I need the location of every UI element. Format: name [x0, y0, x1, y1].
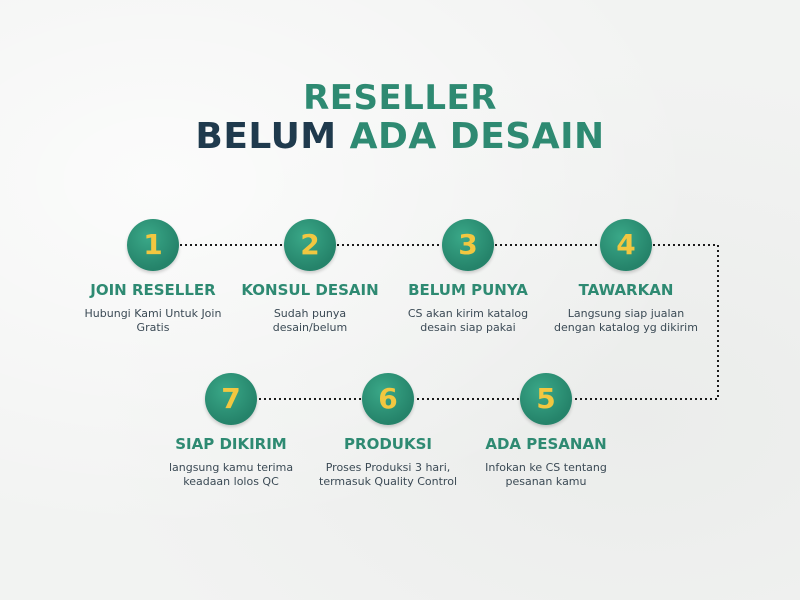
step-5-desc-line-2: pesanan kamu	[505, 475, 587, 488]
step-1: 1 JOIN RESELLER Hubungi Kami Untuk Join …	[68, 219, 238, 335]
step-4-desc-line-1: Langsung siap jualan	[567, 307, 685, 320]
step-5: 5 ADA PESANAN Infokan ke CS tentang pesa…	[461, 373, 631, 489]
step-1-desc-line-2: Gratis	[136, 321, 170, 334]
step-4-description: Langsung siap jualan dengan katalog yg d…	[541, 307, 711, 335]
step-4-label: TAWARKAN	[578, 281, 674, 299]
step-3-label: BELUM PUNYA	[408, 281, 528, 299]
step-6-label: PRODUKSI	[344, 435, 432, 453]
step-3-number-circle: 3	[442, 219, 494, 271]
title-reseller: RESELLER	[303, 78, 497, 118]
step-7-label: SIAP DIKIRIM	[175, 435, 287, 453]
step-7-desc-line-2: keadaan lolos QC	[183, 475, 279, 488]
step-1-label: JOIN RESELLER	[90, 281, 216, 299]
step-7-description: langsung kamu terima keadaan lolos QC	[146, 461, 316, 489]
title-ada-desain: ADA DESAIN	[349, 116, 605, 157]
title-belum: BELUM	[195, 116, 337, 157]
step-1-description: Hubungi Kami Untuk Join Gratis	[68, 307, 238, 335]
step-2-label: KONSUL DESAIN	[241, 281, 379, 299]
step-3-desc-line-1: CS akan kirim katalog	[407, 307, 529, 320]
step-5-desc-line-1: Infokan ke CS tentang	[485, 461, 607, 474]
step-7-desc-line-1: langsung kamu terima	[168, 461, 294, 474]
step-5-label: ADA PESANAN	[485, 435, 607, 453]
step-3-desc-line-2: desain siap pakai	[420, 321, 516, 334]
step-6-desc-line-2: termasuk Quality Control	[319, 475, 457, 488]
step-1-desc-line-1: Hubungi Kami Untuk Join	[84, 307, 222, 320]
step-6-description: Proses Produksi 3 hari, termasuk Quality…	[303, 461, 473, 489]
step-1-number-circle: 1	[127, 219, 179, 271]
step-4: 4 TAWARKAN Langsung siap jualan dengan k…	[541, 219, 711, 335]
step-6-number-circle: 6	[362, 373, 414, 425]
step-6: 6 PRODUKSI Proses Produksi 3 hari, terma…	[303, 373, 473, 489]
step-2-number-circle: 2	[284, 219, 336, 271]
step-6-desc-line-1: Proses Produksi 3 hari,	[325, 461, 451, 474]
title-line-1: RESELLER	[0, 78, 800, 118]
connector-4-5	[573, 244, 719, 400]
title-line-2: BELUM ADA DESAIN	[0, 116, 800, 157]
step-7-number-circle: 7	[205, 373, 257, 425]
step-2-desc-line-1: Sudah punya	[273, 307, 347, 320]
step-3-description: CS akan kirim katalog desain siap pakai	[383, 307, 553, 335]
step-4-desc-line-2: dengan katalog yg dikirim	[554, 321, 698, 334]
step-2-desc-line-2: desain/belum	[272, 321, 348, 334]
step-5-description: Infokan ke CS tentang pesanan kamu	[461, 461, 631, 489]
step-4-number-circle: 4	[600, 219, 652, 271]
step-7: 7 SIAP DIKIRIM langsung kamu terima kead…	[146, 373, 316, 489]
step-2: 2 KONSUL DESAIN Sudah punya desain/belum	[225, 219, 395, 335]
step-2-description: Sudah punya desain/belum	[225, 307, 395, 335]
step-3: 3 BELUM PUNYA CS akan kirim katalog desa…	[383, 219, 553, 335]
step-5-number-circle: 5	[520, 373, 572, 425]
